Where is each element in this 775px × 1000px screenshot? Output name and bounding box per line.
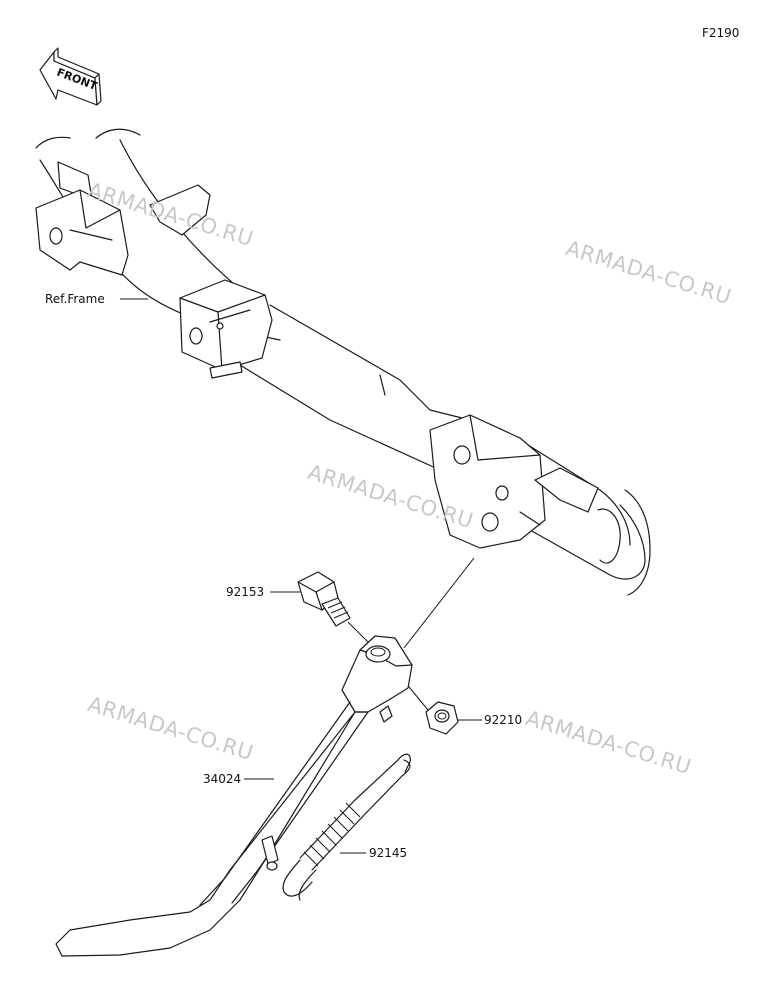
- label-34024: 34024: [203, 772, 242, 786]
- upper-bracket: [35, 161, 211, 276]
- label-92153: 92153: [226, 585, 265, 599]
- label-ref-frame: Ref.Frame: [45, 292, 105, 306]
- figure-code: F2190: [702, 26, 740, 40]
- spring-92145: [282, 753, 411, 901]
- label-92210: 92210: [484, 713, 523, 727]
- rubber-mount: [179, 279, 273, 379]
- label-92145: 92145: [369, 846, 408, 860]
- stand-bracket: [429, 414, 599, 549]
- side-stand-34024: [55, 635, 413, 957]
- mount-axis-line: [403, 557, 475, 649]
- bolt-92153: [297, 571, 351, 627]
- nut-92210: [425, 701, 459, 735]
- front-arrow-icon: FRONT: [39, 47, 102, 106]
